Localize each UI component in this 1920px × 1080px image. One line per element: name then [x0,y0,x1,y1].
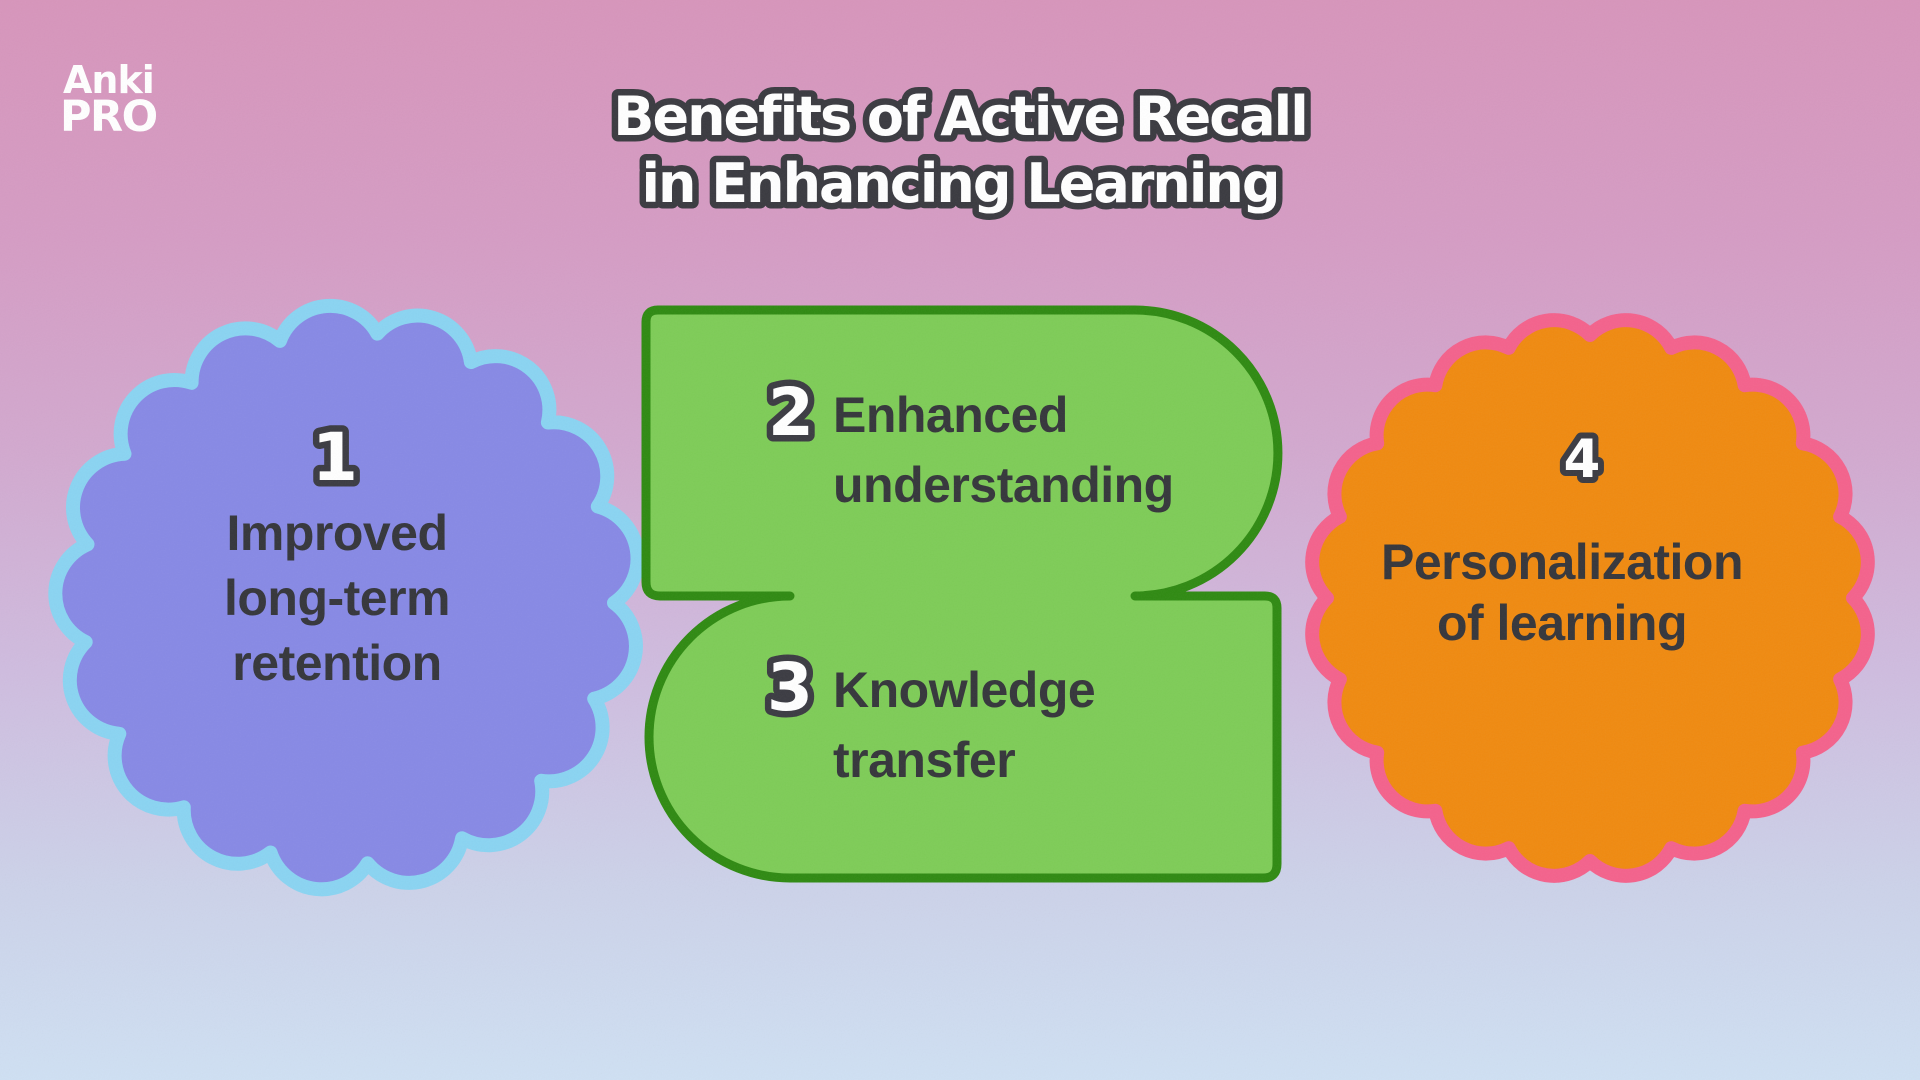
benefit-4-line-1: Personalization [1381,534,1743,590]
title-line-2: in Enhancing Learning [642,152,1279,215]
benefit-4-number: 4 [1564,429,1601,490]
benefit-4-line-2: of learning [1437,595,1687,651]
benefit-1-line-3: retention [232,635,441,691]
benefit-3-line-1: Knowledge [833,662,1095,718]
page-title: Benefits of Active Recall in Enhancing L… [607,79,1315,222]
benefit-1-number: 1 [312,419,358,496]
benefit-1-line-1: Improved [226,505,447,561]
benefit-3-line-2: transfer [833,732,1015,788]
benefit-2-line-2: understanding [833,457,1174,513]
title-line-1: Benefits of Active Recall [613,85,1306,148]
logo-pro-text: PRO [60,92,157,142]
benefit-1-line-2: long-term [224,570,450,626]
benefit-2-number: 2 [768,374,814,451]
benefit-3-number: 3 [767,649,813,726]
benefit-2-line-1: Enhanced [833,387,1068,443]
anki-pro-logo: Anki PRO [60,58,158,142]
